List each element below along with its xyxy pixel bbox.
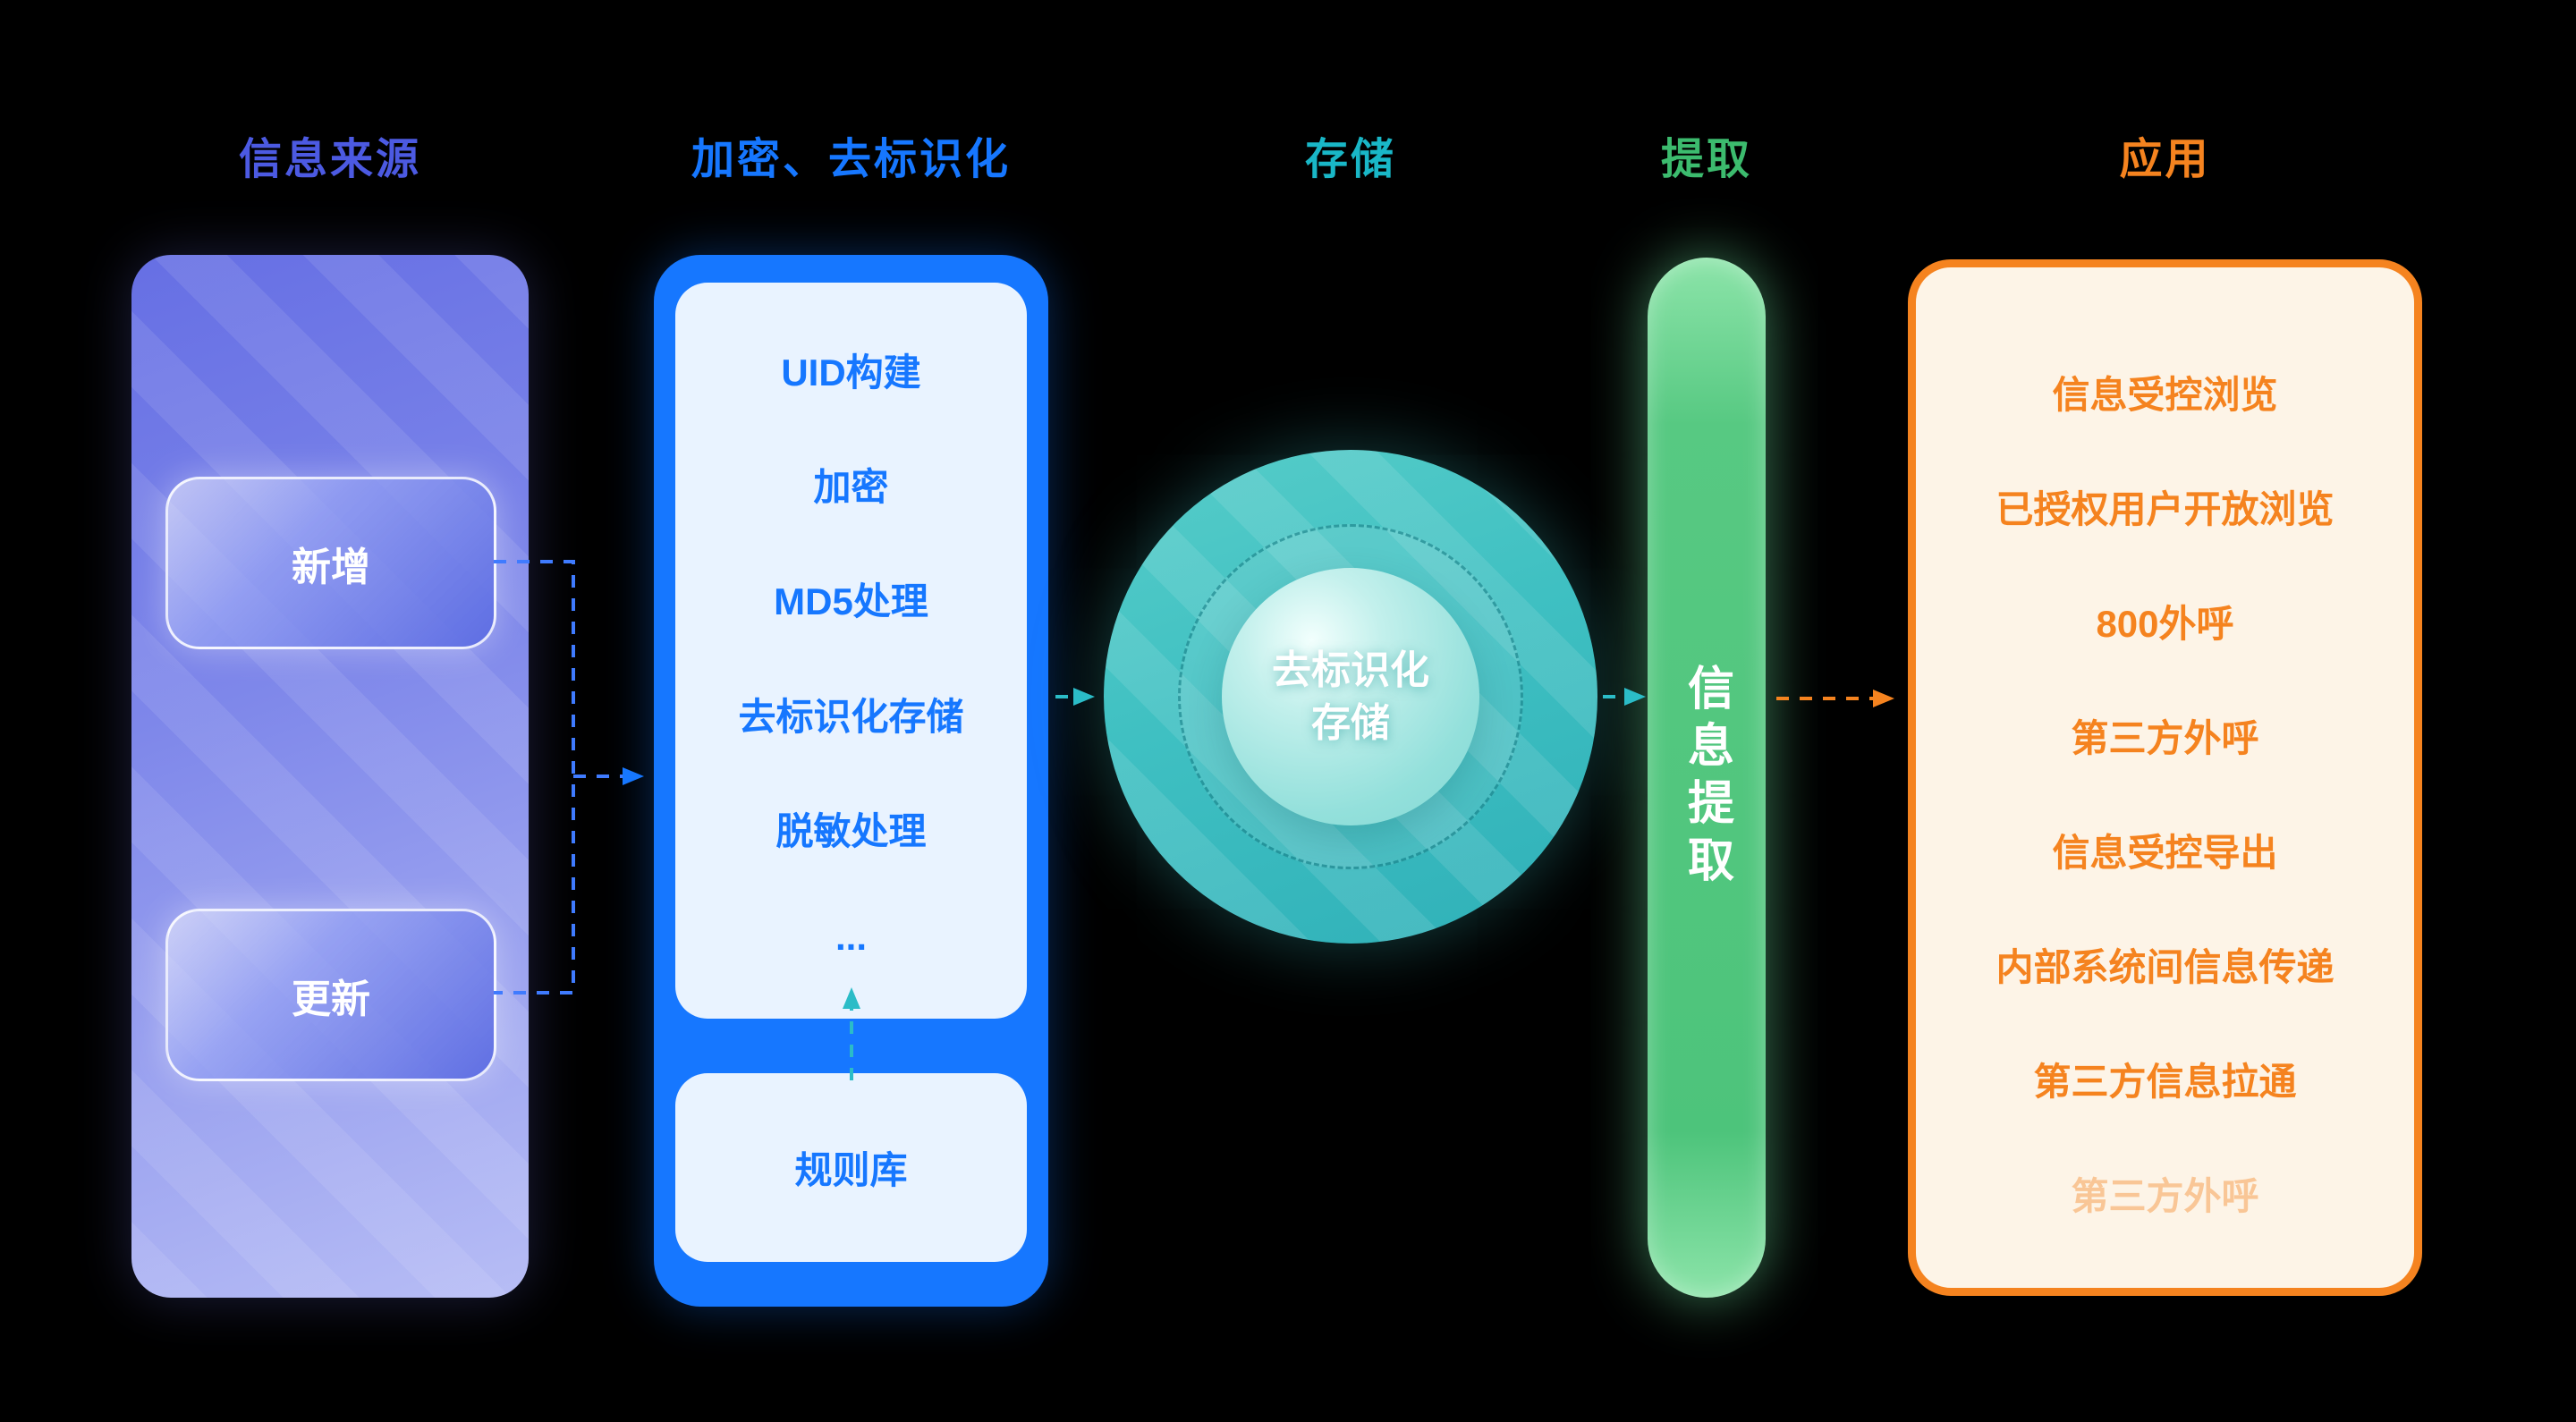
- app-item: 800外呼: [2096, 603, 2234, 645]
- app-item-clipped: 第三方外呼: [2071, 1175, 2259, 1217]
- storage-dashed-ring: 去标识化 存储: [1178, 524, 1523, 869]
- app-panel: 信息受控浏览 已授权用户开放浏览 800外呼 第三方外呼 信息受控导出 内部系统…: [1908, 259, 2422, 1296]
- encrypt-step: 去标识化存储: [738, 695, 964, 738]
- column-header-storage: 存储: [1304, 136, 1396, 183]
- extract-label: 信息提取: [1680, 663, 1733, 893]
- encrypt-step: MD5处理: [774, 580, 928, 623]
- app-item: 信息受控导出: [2052, 832, 2278, 874]
- source-item-update: 更新: [165, 909, 496, 1081]
- app-item: 内部系统间信息传递: [1996, 946, 2334, 988]
- source-item-new-label: 新增: [292, 545, 370, 589]
- extract-bar: 信息提取: [1648, 258, 1766, 1298]
- encrypt-steps-panel: UID构建 加密 MD5处理 去标识化存储 脱敏处理 ...: [675, 283, 1027, 1019]
- app-item: 第三方信息拉通: [2033, 1061, 2297, 1103]
- rule-library-panel: 规则库: [675, 1073, 1027, 1262]
- rule-library-label: 规则库: [794, 1149, 908, 1191]
- source-item-update-label: 更新: [292, 977, 370, 1021]
- storage-core: 去标识化 存储: [1222, 568, 1479, 825]
- encrypt-step: 脱敏处理: [775, 809, 927, 852]
- encrypt-step: 加密: [813, 466, 889, 509]
- column-header-encrypt: 加密、去标识化: [691, 136, 1011, 183]
- column-header-source: 信息来源: [238, 136, 421, 183]
- encrypt-panel: UID构建 加密 MD5处理 去标识化存储 脱敏处理 ... 规则库: [654, 255, 1048, 1307]
- source-item-new: 新增: [165, 477, 496, 649]
- storage-label-line1: 去标识化: [1272, 648, 1429, 692]
- storage-label-line2: 存储: [1311, 701, 1390, 745]
- source-panel: 新增 更新: [131, 255, 529, 1298]
- app-item: 信息受控浏览: [2052, 374, 2278, 416]
- column-header-app: 应用: [2119, 136, 2211, 183]
- column-header-extract: 提取: [1660, 136, 1752, 183]
- app-item: 第三方外呼: [2071, 717, 2259, 759]
- encrypt-step: UID构建: [781, 351, 921, 394]
- storage-circle: 去标识化 存储: [1104, 450, 1597, 944]
- app-item: 已授权用户开放浏览: [1996, 488, 2334, 530]
- storage-label: 去标识化 存储: [1272, 644, 1429, 750]
- encrypt-step-ellipsis: ...: [835, 915, 867, 958]
